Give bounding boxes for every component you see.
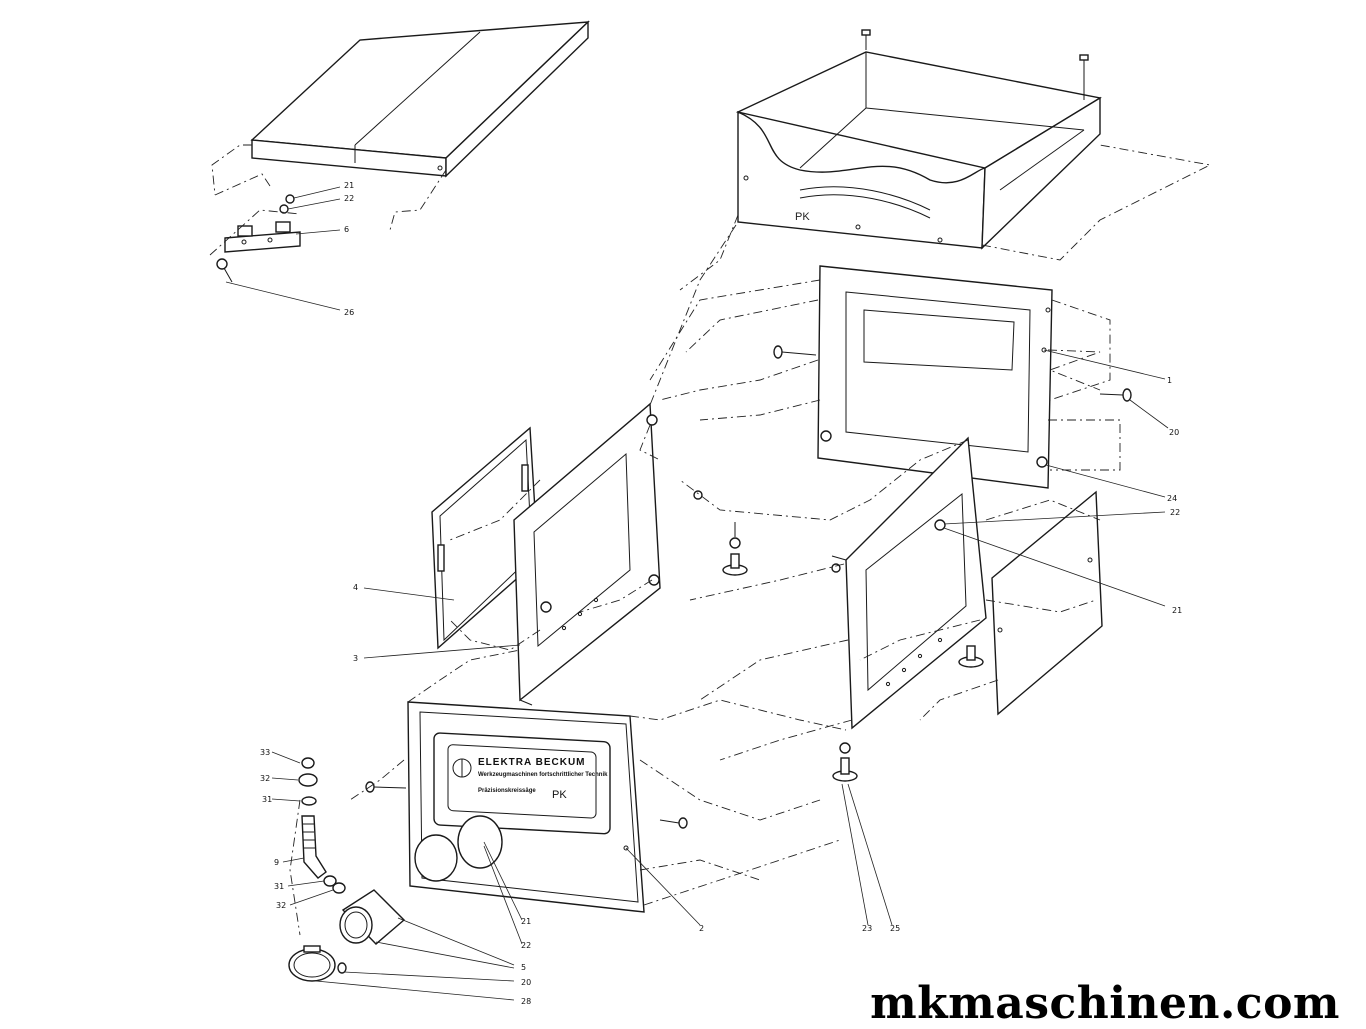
callout-23: 23: [862, 924, 872, 933]
assembly-lines: [209, 144, 1212, 936]
callout-numbers: 21 22 6 26 1 20 24 22 21 4 3 2 23 25 21 …: [260, 181, 1182, 1006]
callout-22-right: 22: [1170, 508, 1180, 517]
callout-26: 26: [344, 308, 354, 317]
callout-20-front: 20: [521, 978, 531, 987]
callout-6: 6: [344, 225, 349, 234]
dust-port-assembly: [288, 757, 406, 982]
callout-31-top: 31: [262, 795, 272, 804]
nameplate-tagline: Werkzeugmaschinen fortschrittlicher Tech…: [478, 772, 608, 778]
nameplate-model: PK: [552, 789, 567, 801]
callout-24: 24: [1167, 494, 1177, 503]
foot-right: [832, 645, 984, 782]
table-top: [250, 20, 590, 178]
nameplate-brand: ELEKTRA BECKUM: [478, 757, 586, 768]
callout-32-bottom: 32: [276, 901, 286, 910]
callout-21-right: 21: [1172, 606, 1182, 615]
nameplate-product: Präzisionskreissäge: [478, 788, 536, 794]
callout-22-front: 22: [521, 941, 531, 950]
callout-9: 9: [274, 858, 279, 867]
rear-frame: [817, 265, 1053, 489]
callout-21-front: 21: [521, 917, 531, 926]
callout-20-rear: 20: [1169, 428, 1179, 437]
callout-4: 4: [353, 583, 358, 592]
callout-3: 3: [353, 654, 358, 663]
callout-33: 33: [260, 748, 270, 757]
front-panel: ELEKTRA BECKUM Werkzeugmaschinen fortsch…: [407, 701, 645, 913]
callout-32-top: 32: [260, 774, 270, 783]
hinge-bracket: [216, 194, 301, 283]
callout-28: 28: [521, 997, 531, 1006]
left-inner-frame: [513, 402, 661, 706]
callout-22-hinge: 22: [344, 194, 354, 203]
cover-pk-label: PK: [795, 211, 810, 223]
callout-1: 1: [1167, 376, 1172, 385]
rear-screws: [773, 345, 1132, 402]
callout-2: 2: [699, 924, 704, 933]
right-inner-frame: [831, 436, 987, 730]
watermark-text: mkmaschinen.com: [870, 978, 1340, 1029]
right-side-panel: [991, 490, 1103, 716]
callout-5: 5: [521, 963, 526, 972]
cover-screws: [861, 29, 1089, 100]
leader-lines: [225, 186, 1169, 1001]
callout-25: 25: [890, 924, 900, 933]
top-cover: PK: [735, 51, 1102, 250]
callout-21-hinge: 21: [344, 181, 354, 190]
callout-31-bottom: 31: [274, 882, 284, 891]
foot-center: [693, 490, 748, 576]
